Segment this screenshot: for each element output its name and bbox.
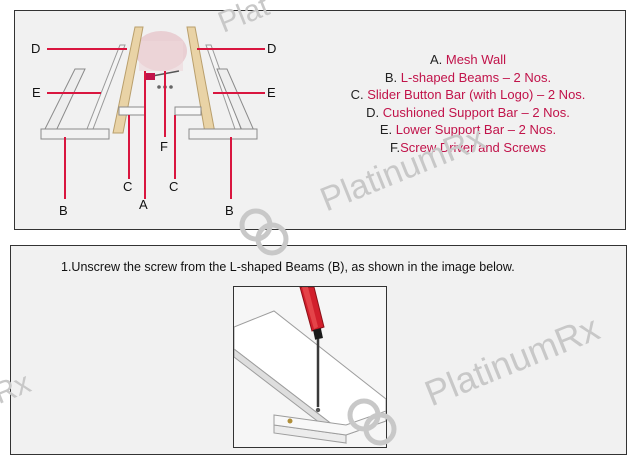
step-photo xyxy=(233,286,387,448)
parts-list-item: B. L-shaped Beams – 2 Nos. xyxy=(323,69,613,87)
screwdriver-and-screws xyxy=(145,70,180,89)
screwdriver-icon xyxy=(299,287,325,407)
part-name: Slider Button Bar (with Logo) – 2 Nos. xyxy=(367,87,586,102)
callout-d-right: D xyxy=(267,41,277,56)
step-panel: 1.Unscrew the screw from the L-shaped Be… xyxy=(10,245,627,455)
l-shaped-beams xyxy=(40,68,258,140)
callout-e-right: E xyxy=(267,85,276,100)
parts-list-item: A. Mesh Wall xyxy=(323,51,613,69)
parts-list: A. Mesh Wall B. L-shaped Beams – 2 Nos. … xyxy=(323,51,613,156)
callout-a: A xyxy=(139,197,148,212)
parts-list-item: C. Slider Button Bar (with Logo) – 2 Nos… xyxy=(323,86,613,104)
part-name: Screw Driver and Screws xyxy=(400,139,547,155)
part-name: Lower Support Bar – 2 Nos. xyxy=(395,122,557,137)
callout-c-left: C xyxy=(123,179,133,194)
mesh-wall-illustration xyxy=(135,31,187,71)
part-key: B. xyxy=(384,69,398,85)
callout-f: F xyxy=(160,139,168,154)
callout-c-right: C xyxy=(169,179,179,194)
part-name: Mesh Wall xyxy=(445,52,507,67)
callout-e-left: E xyxy=(32,85,41,100)
part-name: L-shaped Beams – 2 Nos. xyxy=(400,69,552,85)
parts-list-item: D. Cushioned Support Bar – 2 Nos. xyxy=(323,104,613,122)
step-instruction: 1.Unscrew the screw from the L-shaped Be… xyxy=(61,260,515,274)
unscrew-illustration xyxy=(234,287,386,445)
callout-b-right: B xyxy=(225,203,234,218)
parts-list-item: F.Screw Driver and Screws xyxy=(323,139,613,157)
part-name: Cushioned Support Bar – 2 Nos. xyxy=(382,104,570,120)
callout-b-left: B xyxy=(59,203,68,218)
part-key: F. xyxy=(389,139,401,155)
slider-button-bars xyxy=(118,106,202,116)
parts-diagram xyxy=(40,26,265,199)
callout-d-left: D xyxy=(31,41,41,56)
part-key: D. xyxy=(366,104,380,120)
parts-panel: D D E E F C C B A B A. Mesh Wall B. L-sh… xyxy=(14,10,626,230)
part-key: A. xyxy=(429,52,443,67)
callout-lines xyxy=(47,48,265,199)
part-key: C. xyxy=(350,87,364,102)
part-key: E. xyxy=(379,122,393,137)
parts-list-item: E. Lower Support Bar – 2 Nos. xyxy=(323,121,613,139)
